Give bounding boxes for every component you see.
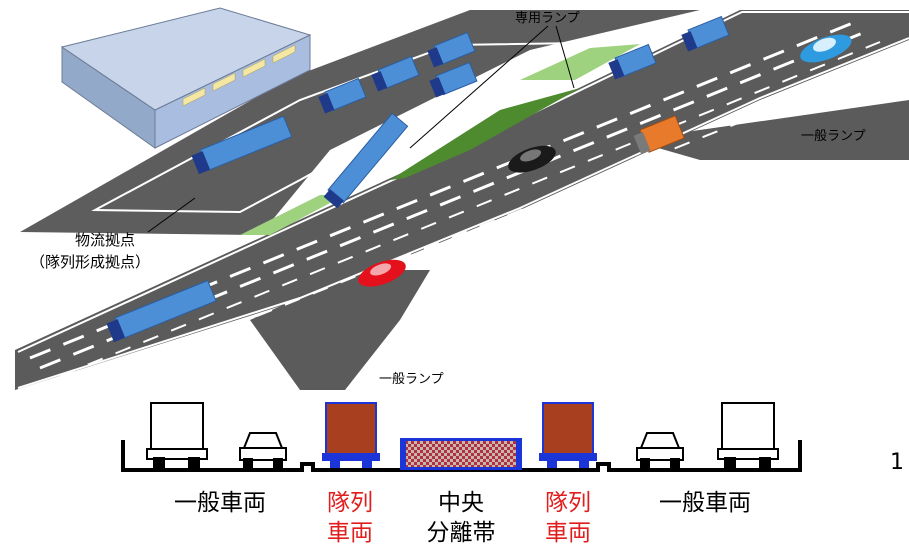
road-edge-top <box>17 11 909 353</box>
platoon-truck-right-icon <box>539 402 597 468</box>
dedicated-ramp-green-upper <box>520 44 640 80</box>
label-general-vehicles-left: 一般車両 <box>174 490 266 516</box>
truck-icon <box>371 55 420 92</box>
truck-icon <box>429 61 478 98</box>
label-platoon-left-1: 隊列 <box>327 490 373 516</box>
label-dedicated-ramp: 専用ランプ <box>515 11 580 26</box>
car-outline-left-icon <box>239 432 287 468</box>
truck-icon <box>323 112 409 209</box>
truck-icon <box>318 77 367 114</box>
truck-outline-left-icon <box>146 402 208 469</box>
page-number: 1 <box>890 450 904 475</box>
truck-icon <box>106 279 217 343</box>
car-red-icon <box>358 259 406 287</box>
lane-dash-4 <box>89 57 901 384</box>
label-median-1: 中央 <box>438 490 484 516</box>
label-platoon-right-1: 隊列 <box>545 490 591 516</box>
label-logistics-hub: 物流拠点 <box>74 231 135 249</box>
truck-icon <box>191 115 293 175</box>
cross-section <box>121 402 802 472</box>
car-outline-right-icon <box>636 432 684 468</box>
label-median-2: 分離帯 <box>426 520 496 546</box>
car-blue-icon <box>800 34 852 63</box>
label-platoon-formation-hub: （隊列形成拠点） <box>29 253 150 271</box>
dedicated-ramp-green <box>390 88 580 180</box>
warehouse-windows <box>182 44 296 107</box>
trucks-blue <box>106 15 730 343</box>
truck-orange-icon <box>633 115 685 155</box>
road-edge-bottom <box>17 37 909 389</box>
car-black-icon <box>508 145 556 173</box>
platoon-truck-left-icon <box>322 402 380 468</box>
ramp-pointer-2 <box>555 25 575 89</box>
general-ramp-upper <box>630 100 909 160</box>
truck-icon <box>427 31 476 68</box>
logistics-hub-area <box>20 10 700 235</box>
truck-outline-right-icon <box>717 402 779 469</box>
hub-outline <box>91 41 641 214</box>
warehouse-roof <box>60 7 312 111</box>
truck-icon <box>608 43 657 80</box>
median-checker <box>406 441 516 467</box>
label-general-ramp-bottom: 一般ランプ <box>379 372 444 387</box>
label-general-ramp-right: 一般ランプ <box>801 129 866 144</box>
label-platoon-right-2: 車両 <box>545 520 591 546</box>
label-general-vehicles-right: 一般車両 <box>659 490 751 516</box>
hub-ramp-light-green <box>240 195 345 235</box>
truck-icon <box>681 15 730 52</box>
hub-pointer <box>147 197 196 233</box>
label-platoon-left-2: 車両 <box>327 520 373 546</box>
ramp-pointer-1 <box>409 25 549 149</box>
